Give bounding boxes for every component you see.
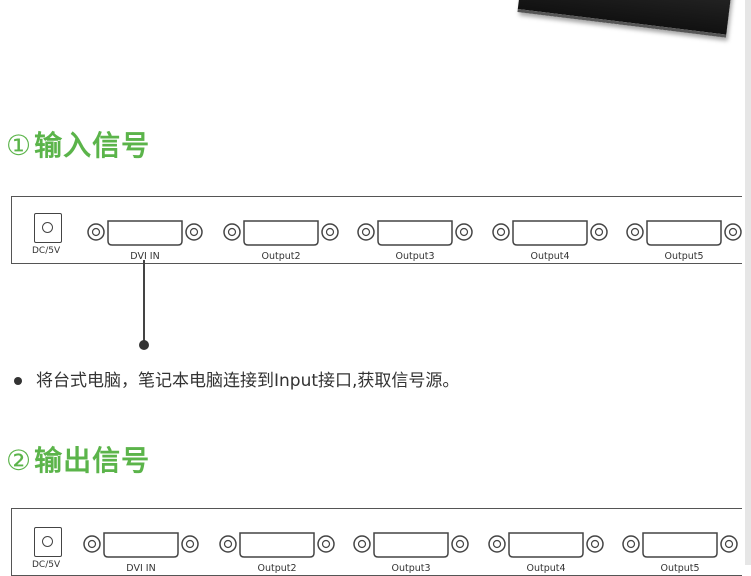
dvi-port-icon — [219, 532, 335, 558]
dvi-port-icon — [357, 220, 473, 246]
port-dvi-in: DVI IN — [85, 217, 205, 262]
port-label: Output4 — [530, 251, 570, 262]
dc-power-port: DC/5V — [32, 213, 64, 256]
port-output2: Output2 — [221, 217, 341, 262]
port-label: Output3 — [395, 251, 435, 262]
port-output5: Output5 — [620, 529, 740, 574]
connector-line — [143, 260, 145, 344]
dvi-port-icon — [626, 220, 742, 246]
port-label: DVI IN — [130, 251, 160, 262]
page-edge — [745, 0, 751, 565]
input-signal-heading: ①输入信号 — [6, 129, 151, 162]
power-jack-icon — [34, 213, 62, 243]
input-device-panel: DC/5V DVI IN Output2 Output3 Output — [11, 196, 742, 264]
dvi-port-icon — [87, 220, 203, 246]
port-output3: Output3 — [351, 529, 471, 574]
dvi-port-icon — [353, 532, 469, 558]
port-label: Output2 — [261, 251, 301, 262]
output-signal-heading: ②输出信号 — [6, 444, 151, 477]
power-jack-icon — [34, 527, 62, 557]
dvi-port-icon — [488, 532, 604, 558]
dvi-port-icon — [622, 532, 738, 558]
dc-power-port: DC/5V — [32, 527, 64, 570]
port-output3: Output3 — [355, 217, 475, 262]
port-output2: Output2 — [217, 529, 337, 574]
port-output4: Output4 — [486, 529, 606, 574]
power-label: DC/5V — [32, 560, 61, 570]
power-label: DC/5V — [32, 246, 61, 256]
input-description: 将台式电脑，笔记本电脑连接到Input接口,获取信号源。 — [36, 371, 460, 391]
port-output4: Output4 — [490, 217, 610, 262]
bullet-icon — [14, 377, 22, 385]
port-output5: Output5 — [624, 217, 744, 262]
device-image-corner — [517, 0, 733, 38]
connector-dot — [139, 340, 149, 350]
port-dvi-in: DVI IN — [81, 529, 201, 574]
dvi-port-icon — [223, 220, 339, 246]
port-label: Output5 — [664, 251, 704, 262]
dvi-port-icon — [492, 220, 608, 246]
output-device-panel: DC/5V DVI IN Output2 Output3 Output4 — [11, 508, 742, 576]
dvi-port-icon — [83, 532, 199, 558]
